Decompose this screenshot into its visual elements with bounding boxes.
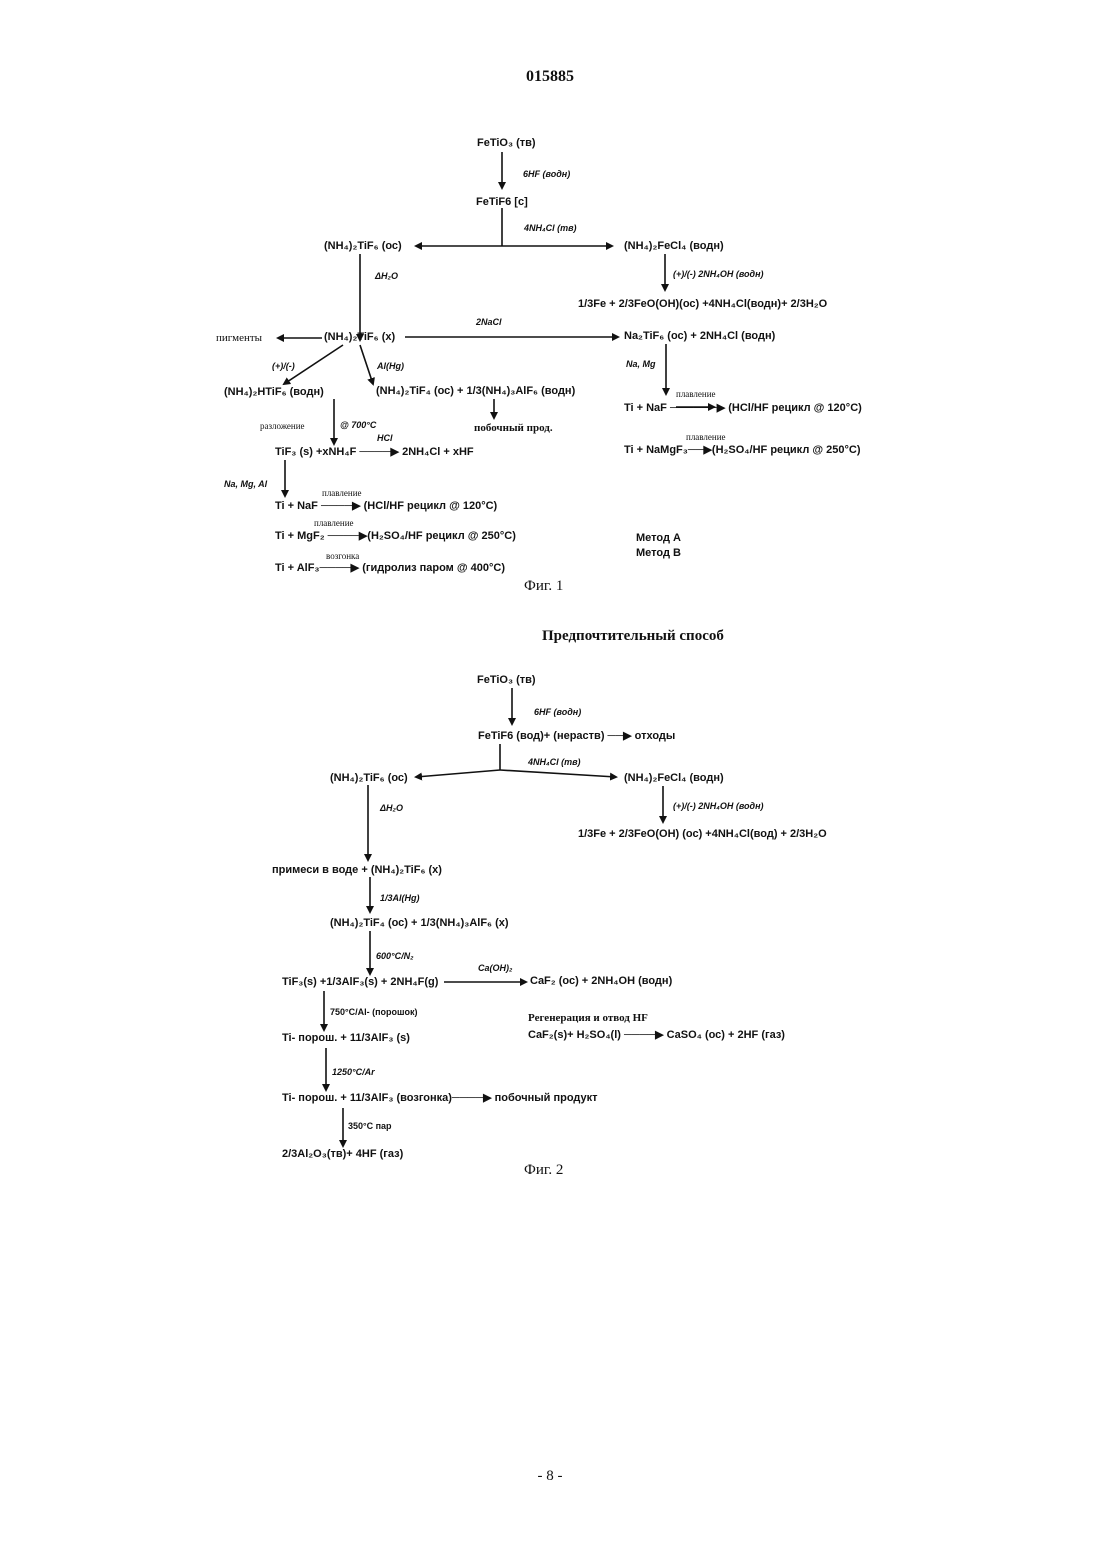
- fig2-left-salt: (NH₄)₂TiF₆ (ос): [330, 772, 408, 785]
- fig1-nh4cl-reagent: 4NH₄Cl (тв): [524, 222, 577, 235]
- fig2-nh4oh-reagent: (+)/(-) 2NH₄OH (водн): [673, 800, 764, 813]
- fig2-al-powder: 750°C/Al- (порошок): [330, 1006, 418, 1019]
- fig1-ti-naf-right: Ti + NaF ──────▶ (HCl/HF рецикл @ 120°C): [624, 402, 862, 415]
- fig2-steam: 350°C пар: [348, 1120, 392, 1133]
- fig1-at700: @ 700°C: [340, 419, 376, 432]
- fig1-tif4: (NH₄)₂TiF₄ (ос) + 1/3(NH₄)₃AlF₆ (водн): [376, 385, 575, 398]
- fig1-dh2o: ΔH₂O: [375, 270, 398, 283]
- fig1-ti-namgf3: Ti + NaMgF₃──▶(H₂SO₄/HF рецикл @ 250°C): [624, 444, 861, 457]
- fig2-right-salt: (NH₄)₂FeCl₄ (водн): [624, 772, 724, 785]
- fig1-na2tif6: Na₂TiF₆ (ос) + 2NH₄Cl (водн): [624, 330, 775, 343]
- fig2-caption: Фиг. 2: [524, 1164, 563, 1177]
- fig1-fe-products: 1/3Fe + 2/3FeO(OH)(ос) +4NH₄Cl(водн)+ 2/…: [578, 298, 827, 311]
- fig1-htif6: (NH₄)₂HTiF₆ (водн): [224, 386, 324, 399]
- fig1-plus-minus: (+)/(-): [272, 360, 295, 373]
- fig1-namgal: Na, Mg, Al: [224, 478, 267, 491]
- fig1-caption: Фиг. 1: [524, 580, 563, 593]
- page-number: - 8 -: [0, 1468, 1100, 1485]
- fig1-byproduct: побочный прод.: [474, 422, 553, 435]
- fig2-caoh2: Ca(OH)₂: [478, 962, 512, 975]
- fig1-plavlenie-right2: плавление: [686, 431, 726, 444]
- fig2-dh2o: ΔH₂O: [380, 802, 403, 815]
- fig1-fetif6: FeTiF6 [c]: [476, 196, 528, 209]
- fig2-al-hg: 1/3Al(Hg): [380, 892, 420, 905]
- fig2-tif4: (NH₄)₂TiF₄ (ос) + 1/3(NH₄)₃AlF₆ (х): [330, 917, 509, 930]
- fig2-n2: 600°C/N₂: [376, 950, 414, 963]
- fig1-hf-reagent: 6HF (водн): [523, 168, 570, 181]
- fig2-impurities: примеси в воде + (NH₄)₂TiF₆ (х): [272, 864, 442, 877]
- fig1-nacl-reagent: 2NaCl: [476, 316, 502, 329]
- fig1-ti-naf: Ti + NaF ────▶ (HCl/HF рецикл @ 120°C): [275, 500, 497, 513]
- fig2-fetif6: FeTiF6 (вод)+ (нераств) ──▶ отходы: [478, 730, 675, 743]
- fig2-ar: 1250°C/Ar: [332, 1066, 375, 1079]
- fig1-plavlenie2: плавление: [314, 517, 354, 530]
- fig2-ti-sublim: Ti- порош. + 11/3AlF₃ (возгонка)────▶ по…: [282, 1092, 598, 1105]
- fig2-ti-powder: Ti- порош. + 11/3AlF₃ (s): [282, 1032, 410, 1045]
- fig1-pigments: пигменты: [216, 332, 262, 345]
- fig1-right-salt: (NH₄)₂FeCl₄ (водн): [624, 240, 724, 253]
- fig2-hf-reagent: 6HF (водн): [534, 706, 581, 719]
- fig1-alhg: Al(Hg): [377, 360, 404, 373]
- fig1-nh4oh-reagent: (+)/(-) 2NH₄OH (водн): [673, 268, 764, 281]
- fig1-razlozhenie: разложение: [260, 420, 305, 433]
- fig2-caf2: CaF₂ (ос) + 2NH₄OH (водн): [530, 975, 672, 988]
- fig1-fetio3: FeTiO₃ (тв): [477, 137, 536, 150]
- fig1-hcl: HCl: [377, 432, 393, 445]
- fig2-regen: Регенерация и отвод HF: [528, 1012, 648, 1025]
- fig1-method-b: Метод В: [636, 547, 681, 560]
- fig2-final: 2/3Al₂O₃(тв)+ 4HF (газ): [282, 1148, 403, 1161]
- fig1-ti-mgf2: Ti + MgF₂ ────▶(H₂SO₄/HF рецикл @ 250°C): [275, 530, 516, 543]
- fig1-tif3: TiF₃ (s) +xNH₄F ────▶ 2NH₄Cl + xHF: [275, 446, 474, 459]
- fig1-left-salt: (NH₄)₂TiF₆ (ос): [324, 240, 402, 253]
- fig1-plavlenie-right1: плавление: [676, 388, 716, 401]
- fig1-ti-alf3: Ti + AlF₃────▶ (гидролиз паром @ 400°C): [275, 562, 505, 575]
- fig2-fe-products: 1/3Fe + 2/3FeO(OH) (ос) +4NH₄Cl(вод) + 2…: [578, 828, 827, 841]
- fig2-caf2-h2so4: CaF₂(s)+ H₂SO₄(l) ────▶ CaSO₄ (ос) + 2HF…: [528, 1029, 785, 1042]
- fig2-nh4cl-reagent: 4NH₄Cl (тв): [528, 756, 581, 769]
- fig2-fetio3: FeTiO₃ (тв): [477, 674, 536, 687]
- fig1-plavlenie1: плавление: [322, 487, 362, 500]
- fig2-tif3: TiF₃(s) +1/3AlF₃(s) + 2NH₄F(g): [282, 976, 438, 989]
- fig2-title: Предпочтительный способ: [542, 630, 724, 643]
- fig1-center-salt: (NH₄)₂TiF₆ (х): [324, 331, 395, 344]
- fig1-namg: Na, Mg: [626, 358, 656, 371]
- fig1-method-a: Метод А: [636, 532, 681, 545]
